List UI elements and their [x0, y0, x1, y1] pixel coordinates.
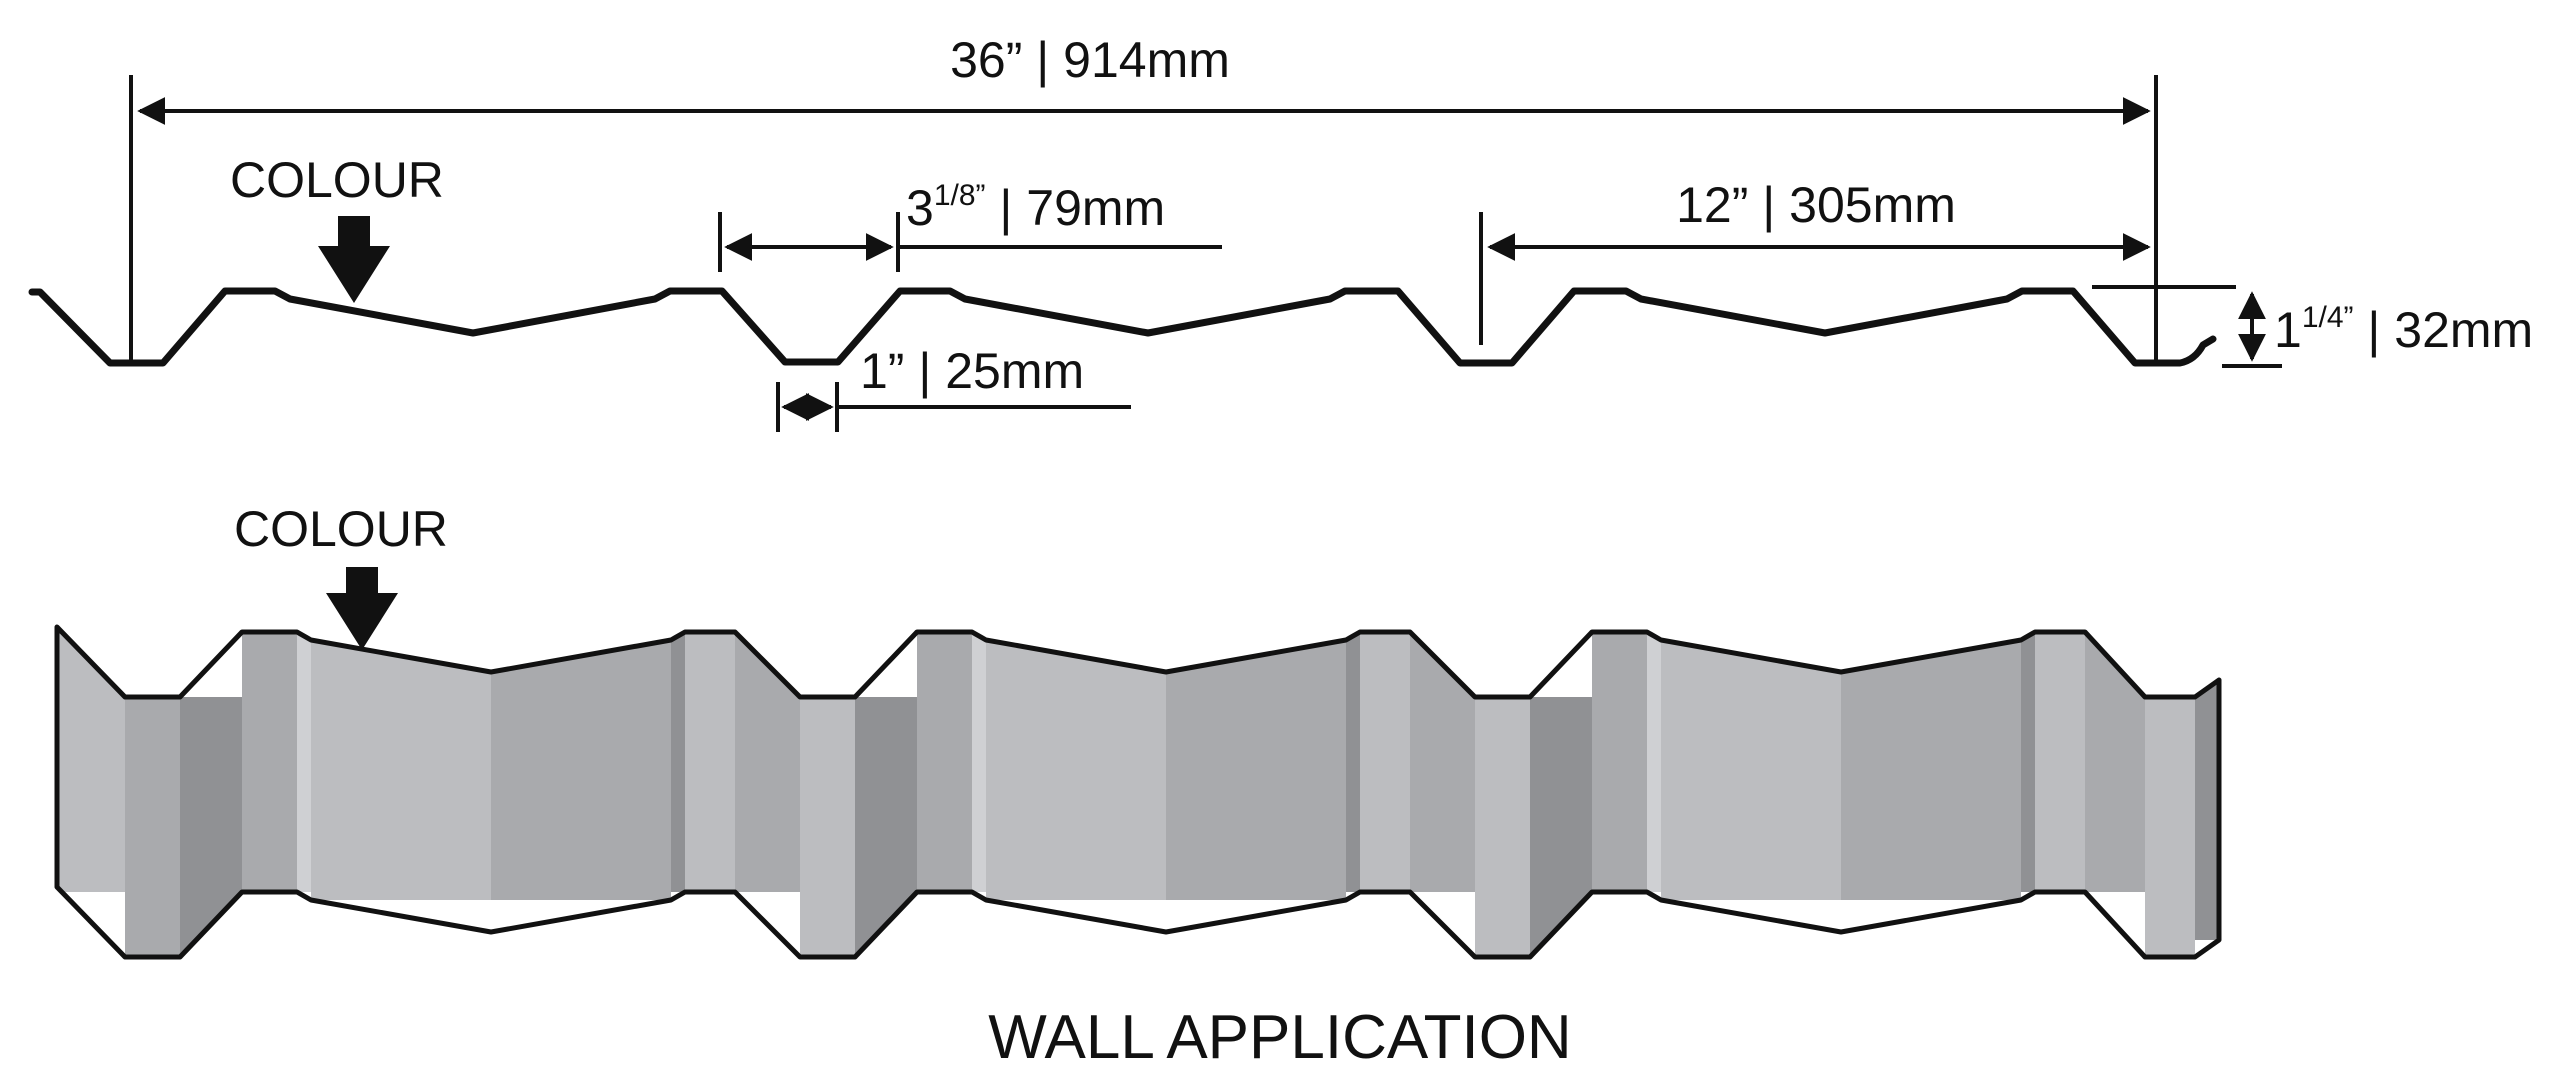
face-flat — [311, 640, 491, 900]
rib-bottom-dimension: 1” | 25mm — [776, 343, 1131, 432]
face-edge — [2195, 680, 2219, 940]
colour-label: COLOUR — [234, 501, 448, 557]
face-rib-top — [1360, 632, 1410, 892]
height-label: 11/4” | 32mm — [2274, 301, 2533, 358]
mask-bottom — [50, 887, 2230, 1000]
face-pan — [1475, 697, 1530, 957]
face-flat — [986, 640, 1166, 900]
rib-top-dimension: 31/8” | 79mm — [718, 179, 1222, 272]
face-pan — [2145, 697, 2195, 957]
rib-top-label: 31/8” | 79mm — [906, 179, 1165, 236]
panel-profile-line — [28, 287, 2217, 367]
face-flat — [1661, 640, 1841, 900]
face-rib-top — [242, 632, 297, 892]
colour-callout-panel: COLOUR — [234, 501, 448, 650]
face-flat — [491, 640, 671, 900]
panel-outline — [54, 624, 2222, 960]
rib-spacing-dimension: 12” | 305mm — [1479, 177, 2151, 345]
face-flat — [1166, 640, 1346, 900]
face-shadow — [671, 632, 685, 892]
face-highlight — [1647, 632, 1661, 892]
mask-top — [50, 600, 2230, 697]
profile-section — [28, 287, 2217, 367]
face-rib-top — [2035, 632, 2085, 892]
face-highlight — [972, 632, 986, 892]
face-highlight — [297, 632, 311, 892]
face-rib-top — [1592, 632, 1647, 892]
wall-panel-3d — [50, 600, 2230, 1000]
colour-label: COLOUR — [230, 152, 444, 208]
face-flat — [1841, 640, 2021, 900]
face-rib-top — [917, 632, 972, 892]
down-arrow-icon — [318, 216, 390, 303]
face-shadow — [1346, 632, 1360, 892]
face-rib-top — [685, 632, 735, 892]
rib-spacing-label: 12” | 305mm — [1676, 177, 1956, 233]
face-pan — [800, 697, 855, 957]
overall-width-label: 36” | 914mm — [950, 32, 1230, 88]
rib-bottom-label: 1” | 25mm — [860, 343, 1084, 399]
diagram-title: WALL APPLICATION — [988, 1003, 1571, 1072]
face-shadow — [2021, 632, 2035, 892]
overall-width-dimension: 36” | 914mm — [129, 32, 2158, 362]
face-pan — [125, 697, 180, 957]
colour-callout-profile: COLOUR — [230, 152, 444, 303]
down-arrow-icon — [326, 567, 398, 650]
height-dimension: 11/4” | 32mm — [2092, 285, 2533, 368]
